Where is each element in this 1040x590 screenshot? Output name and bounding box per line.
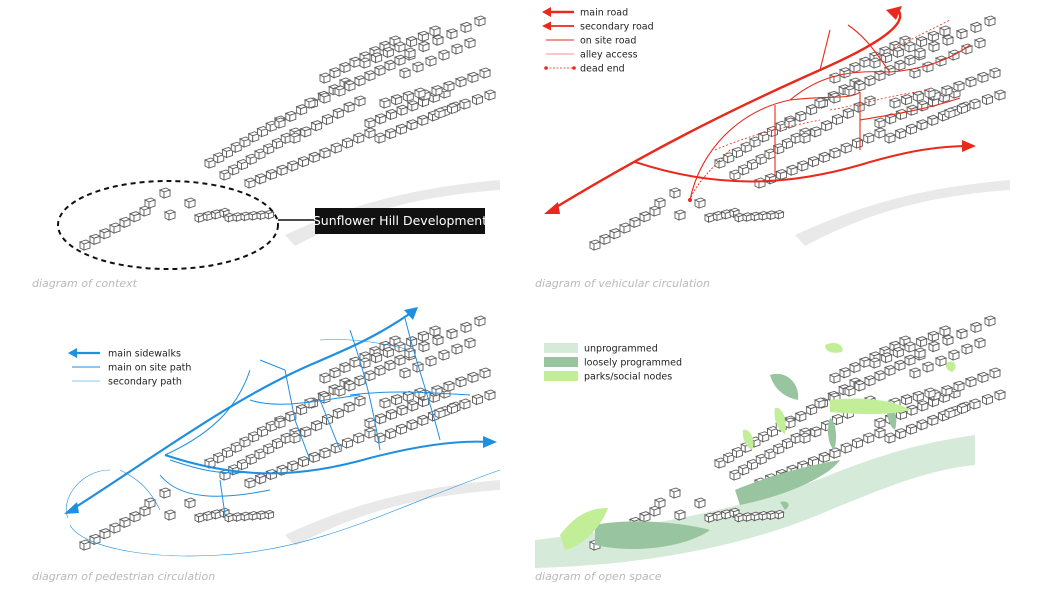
arrowhead-icon <box>544 202 560 214</box>
loosely-programmed-area <box>827 418 837 450</box>
loosely-programmed-area <box>735 460 840 505</box>
loosely-programmed-area <box>595 521 710 550</box>
pedestrian-legend: main sidewalks main on site path seconda… <box>68 348 191 388</box>
arrowhead-icon <box>64 502 79 514</box>
arrowhead-icon <box>542 7 551 17</box>
arrowhead-icon <box>886 6 902 20</box>
arrowhead-icon <box>542 21 551 31</box>
legend-main-road: main road <box>542 7 628 19</box>
main-road-upper <box>547 9 902 214</box>
panel-caption: diagram of open space <box>535 570 662 583</box>
context-focus-ellipse <box>57 180 279 270</box>
legend-unprogrammed: unprogrammed <box>544 343 658 355</box>
legend-dead-end: dead end <box>544 64 625 75</box>
legend-label: alley access <box>580 50 638 61</box>
panel-context: Sunflower Hill Development diagram of co… <box>32 15 500 290</box>
park-node <box>774 407 786 434</box>
legend-label: main on site path <box>108 363 191 374</box>
park-node <box>830 398 910 415</box>
legend-secondary-path: secondary path <box>72 377 182 388</box>
creek-band <box>285 480 500 546</box>
dead-end-marker <box>688 198 692 202</box>
arrowhead-icon <box>962 140 976 152</box>
legend-label: dead end <box>580 64 625 75</box>
callout-label: Sunflower Hill Development <box>313 213 487 228</box>
legend-label: main road <box>580 8 628 19</box>
arrowhead-icon <box>483 436 497 448</box>
on-site-road <box>689 24 971 201</box>
panel-caption: diagram of pedestrian circulation <box>32 570 215 583</box>
legend-main-path: main on site path <box>72 363 191 374</box>
panel-openspace: unprogrammed loosely programmed parks/so… <box>535 315 1006 583</box>
park-node <box>945 361 956 372</box>
legend-parks-social-nodes: parks/social nodes <box>544 371 672 383</box>
alley-access <box>714 19 951 151</box>
dead-end-road <box>689 149 731 201</box>
legend-label: parks/social nodes <box>584 372 672 383</box>
loosely-programmed-area <box>770 373 799 400</box>
secondary-path <box>66 339 501 557</box>
park-node <box>560 508 608 550</box>
creek-band <box>285 180 500 246</box>
vehicular-legend: main road secondary road on site road al… <box>542 7 654 75</box>
panel-caption: diagram of vehicular circulation <box>535 277 710 290</box>
legend-swatch <box>544 343 578 353</box>
callout-box <box>315 208 485 234</box>
park-node <box>825 342 843 353</box>
secondary-road-lower <box>634 145 971 183</box>
panel-vehicular: main road secondary road on site road al… <box>535 6 1010 290</box>
creek-band <box>795 180 1010 246</box>
legend-label: unprogrammed <box>584 344 658 355</box>
legend-alley-access: alley access <box>546 50 638 61</box>
legend-secondary-road: secondary road <box>542 21 654 33</box>
legend-label: loosely programmed <box>584 358 682 369</box>
arrowhead-icon <box>68 348 77 358</box>
arrowhead-icon <box>404 307 418 320</box>
main-on-site-path <box>159 317 471 516</box>
legend-swatch <box>544 371 578 381</box>
openspace-legend: unprogrammed loosely programmed parks/so… <box>544 343 682 383</box>
legend-label: main sidewalks <box>108 349 181 360</box>
legend-label: secondary road <box>580 22 654 33</box>
legend-on-site-road: on site road <box>546 36 636 47</box>
legend-loosely-programmed: loosely programmed <box>544 357 682 369</box>
loosely-programmed-area <box>780 501 789 510</box>
park-node <box>742 429 754 450</box>
legend-label: on site road <box>580 36 636 47</box>
legend-swatch <box>544 357 578 367</box>
panel-pedestrian: main sidewalks main on site path seconda… <box>32 307 501 583</box>
main-sidewalk-upper <box>67 309 416 513</box>
legend-label: secondary path <box>108 377 182 388</box>
panel-caption: diagram of context <box>32 277 138 290</box>
legend-main-sidewalks: main sidewalks <box>68 348 181 360</box>
main-sidewalk-lower <box>164 440 491 475</box>
